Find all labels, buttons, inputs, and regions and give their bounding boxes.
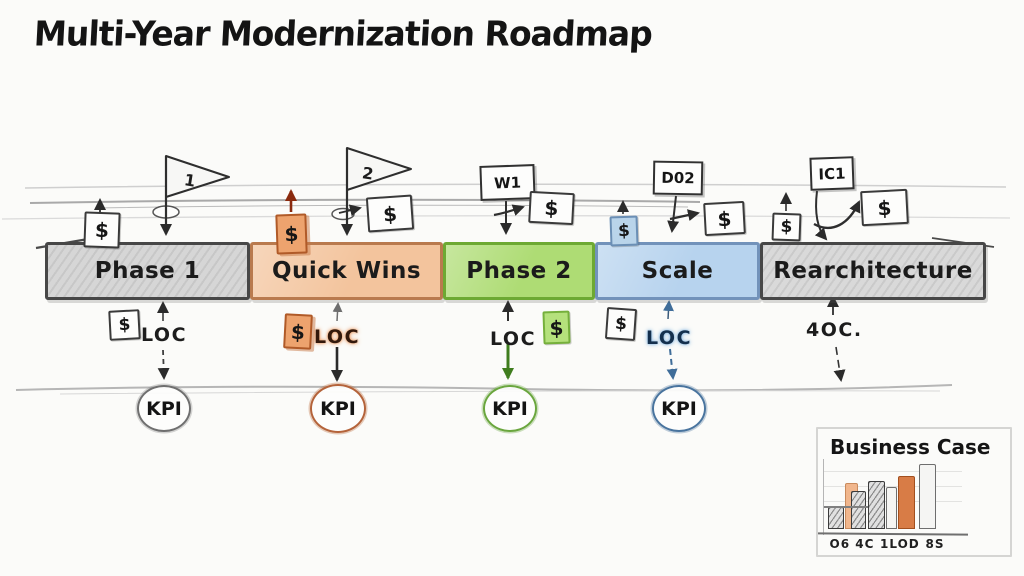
milestone-sign-ic1: IC1 bbox=[809, 156, 855, 191]
dollar-box-loc-1: $ bbox=[108, 309, 141, 341]
business-case-bar bbox=[851, 491, 866, 529]
loc-label-1: LOC bbox=[141, 324, 188, 346]
dollar-icon: $ bbox=[290, 319, 306, 344]
down-arrow-icon bbox=[833, 346, 846, 382]
kpi-circle-3: KPI bbox=[483, 385, 537, 432]
loc-label-4: LOC bbox=[646, 327, 693, 349]
business-case-bar bbox=[898, 476, 915, 529]
dollar-icon: $ bbox=[716, 206, 733, 231]
kpi-circle-2: KPI bbox=[310, 384, 366, 433]
phase-segment-scale: Scale bbox=[595, 242, 760, 300]
dollar-box-quick-wins: $ bbox=[275, 213, 308, 255]
dollar-icon: $ bbox=[382, 201, 398, 226]
sign-w1-arrows bbox=[493, 201, 525, 235]
kpi-circle-4: KPI bbox=[652, 385, 706, 432]
dollar-box-phase-1: $ bbox=[83, 211, 121, 249]
x-axis bbox=[817, 532, 969, 536]
flag-milestone-1: 1 bbox=[152, 155, 230, 236]
dollar-box-d02: $ bbox=[703, 200, 746, 237]
milestone-sign-d02: D02 bbox=[652, 160, 704, 196]
kpi-label: KPI bbox=[492, 397, 528, 420]
kpi-label: KPI bbox=[146, 397, 182, 420]
dollar-icon: $ bbox=[780, 216, 793, 237]
y-axis bbox=[823, 459, 824, 535]
dollar-box-loc-4: $ bbox=[604, 306, 638, 342]
right-arrow-icon bbox=[493, 204, 525, 217]
pulley-icon bbox=[152, 205, 180, 219]
down-arrow-icon bbox=[157, 349, 170, 380]
dollar-box-scale: $ bbox=[609, 215, 639, 247]
kpi-label: KPI bbox=[661, 397, 697, 420]
x-tick-label: 1LOD bbox=[880, 537, 920, 551]
phase-segment-rearchitecture: Rearchitecture bbox=[760, 242, 986, 300]
sign-label: D02 bbox=[661, 168, 695, 188]
pulley-icon bbox=[331, 207, 355, 221]
dollar-icon: $ bbox=[876, 195, 893, 220]
sign-label: IC1 bbox=[818, 164, 846, 183]
dollar-box-ic1: $ bbox=[860, 188, 909, 227]
up-arrow-icon bbox=[662, 300, 674, 320]
gridline bbox=[824, 471, 962, 472]
loc-up-arrows bbox=[157, 295, 839, 322]
curved-arrow-icon bbox=[813, 200, 861, 229]
flag-2-label: 2 bbox=[361, 163, 375, 184]
dollar-icon: $ bbox=[549, 315, 564, 340]
phase-label: Rearchitecture bbox=[773, 258, 973, 284]
right-arrow-icon bbox=[669, 209, 700, 221]
phase-label: Scale bbox=[641, 258, 714, 284]
bar-cap-line bbox=[824, 506, 868, 508]
sign-label: W1 bbox=[493, 173, 522, 192]
right-arrow-icon bbox=[338, 204, 362, 217]
dollar-icon: $ bbox=[284, 221, 299, 247]
dollar-icon: $ bbox=[118, 314, 131, 335]
x-tick-label: 8S bbox=[925, 537, 945, 551]
loc-label-2: LOC bbox=[314, 326, 361, 348]
page-title: Multi-Year Modernization Roadmap bbox=[32, 13, 653, 54]
dollar-icon: $ bbox=[94, 217, 110, 243]
dollar-box-loc-3: $ bbox=[542, 310, 571, 345]
business-case-bar bbox=[868, 481, 885, 529]
phase-label: Phase 2 bbox=[466, 258, 572, 284]
up-arrow-icon bbox=[332, 302, 343, 322]
business-case-bar bbox=[828, 507, 844, 529]
sign-d02-arrows bbox=[667, 195, 700, 233]
dollar-icon: $ bbox=[614, 313, 628, 334]
phase-segment-phase-2: Phase 2 bbox=[443, 242, 595, 300]
dollar-box-rearchitecture: $ bbox=[771, 212, 802, 242]
dollar-box-w1: $ bbox=[528, 190, 575, 226]
kpi-circle-1: KPI bbox=[137, 385, 191, 432]
business-case-bar bbox=[886, 487, 897, 529]
down-arrow-icon bbox=[814, 190, 828, 241]
milestone-sign-w1: W1 bbox=[479, 164, 536, 201]
business-case-bar bbox=[919, 464, 936, 529]
dollar-icon: $ bbox=[617, 220, 631, 241]
sign-ic1-arrows bbox=[813, 190, 861, 241]
x-tick-label: O6 4C bbox=[829, 537, 875, 551]
dollar-icon: $ bbox=[543, 195, 560, 221]
loc-label-5: 4OC. bbox=[806, 319, 863, 341]
business-case-title: Business Case bbox=[830, 435, 991, 459]
dollar-box-loc-2: $ bbox=[283, 313, 313, 350]
down-arrow-icon bbox=[667, 195, 680, 233]
down-arrow-icon bbox=[666, 348, 678, 380]
phase-segment-phase-1: Phase 1 bbox=[45, 242, 250, 300]
business-case-panel: Business Case O6 4C 1LOD 8S bbox=[816, 427, 1012, 557]
gridline bbox=[824, 486, 962, 487]
flag-1-label: 1 bbox=[183, 170, 197, 191]
dollar-box-flag-2: $ bbox=[365, 194, 415, 233]
phase-label: Quick Wins bbox=[271, 258, 422, 284]
loc-label-3: LOC bbox=[490, 328, 537, 350]
kpi-label: KPI bbox=[320, 397, 356, 420]
phase-label: Phase 1 bbox=[94, 258, 201, 284]
